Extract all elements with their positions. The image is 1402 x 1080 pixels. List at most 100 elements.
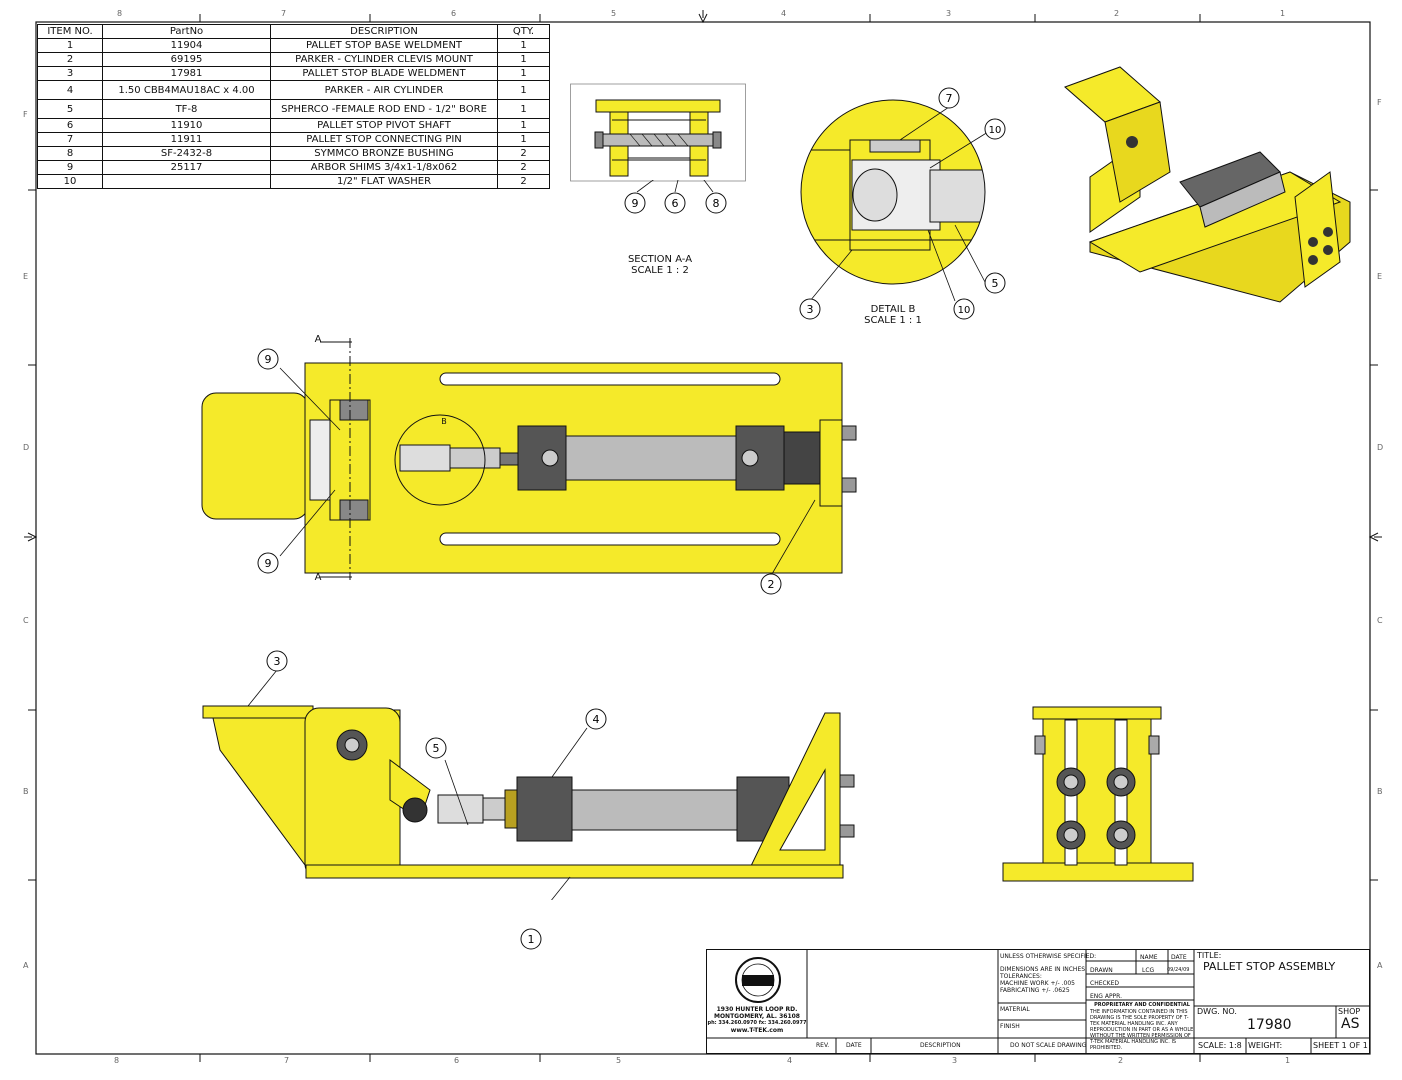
sheet-weight: WEIGHT: — [1248, 1041, 1283, 1050]
drawn-date: 09/24/09 — [1167, 967, 1190, 973]
side-view — [202, 669, 855, 900]
balloon-side-4-text: 4 — [593, 713, 600, 726]
finish-label: FINISH — [1000, 1023, 1020, 1030]
balloon-top-9-upper-text: 9 — [265, 353, 272, 366]
balloon-detail-5-text: 5 — [992, 277, 999, 290]
balloon-side-3-text: 3 — [274, 655, 281, 668]
zone-col-7: 7 — [281, 9, 287, 18]
zone-col-8: 8 — [117, 9, 123, 18]
proprietary-title: PROPRIETARY AND CONFIDENTIAL — [1094, 1002, 1190, 1008]
bom-qty: 1 — [497, 99, 550, 119]
material-label: MATERIAL — [1000, 1006, 1030, 1013]
zone-row-c: C — [23, 616, 29, 625]
bom-description: PALLET STOP CONNECTING PIN — [270, 132, 498, 147]
bom-description: PARKER - AIR CYLINDER — [270, 80, 498, 100]
bom-item-no: 5 — [37, 99, 103, 119]
bom-description: SYMMCO BRONZE BUSHING — [270, 146, 498, 161]
bom-part-no: 11904 — [102, 38, 271, 53]
zone-col-8-bottom: 8 — [114, 1056, 120, 1065]
bom-item-no: 3 — [37, 66, 103, 81]
section-balloon-leaders — [636, 180, 714, 193]
date-header: DATE — [1171, 954, 1187, 961]
bom-qty: 1 — [497, 80, 550, 100]
bom-item-no: 8 — [37, 146, 103, 161]
balloon-detail-10-bottom: 10 — [953, 298, 975, 320]
balloon-top-9-upper: 9 — [257, 348, 279, 370]
section-marker-bottom: A — [314, 572, 322, 583]
dims-line-1: DIMENSIONS ARE IN INCHES — [1000, 966, 1086, 973]
bom-qty: 2 — [497, 146, 550, 161]
zone-col-3: 3 — [946, 9, 952, 18]
bom-part-no: 11911 — [102, 132, 271, 147]
zone-col-4-bottom: 4 — [787, 1056, 793, 1065]
balloon-section-6-text: 6 — [672, 197, 679, 210]
zone-col-7-bottom: 7 — [284, 1056, 290, 1065]
checked-label: CHECKED — [1090, 980, 1120, 987]
bom-item-no: 9 — [37, 160, 103, 175]
balloon-detail-3-text: 3 — [807, 303, 814, 316]
balloon-top-9-lower: 9 — [257, 552, 279, 574]
bom-description: PARKER - CYLINDER CLEVIS MOUNT — [270, 52, 498, 67]
balloon-section-8: 8 — [705, 192, 727, 214]
sheet-scale: SCALE: 1:8 — [1198, 1041, 1242, 1050]
zone-row-b-right: B — [1377, 787, 1383, 796]
bom-part-no: SF-2432-8 — [102, 146, 271, 161]
rev-date-label: DATE — [846, 1042, 862, 1049]
bom-qty: 2 — [497, 174, 550, 189]
balloon-detail-7-text: 7 — [946, 92, 953, 105]
zone-row-e-right: E — [1377, 272, 1383, 281]
end-view — [1002, 706, 1194, 882]
bom-item-no: 4 — [37, 80, 103, 100]
bom-description: PALLET STOP BASE WELDMENT — [270, 38, 498, 53]
drawing-number: 17980 — [1247, 1017, 1292, 1033]
zone-col-5: 5 — [611, 9, 617, 18]
balloon-side-4: 4 — [585, 708, 607, 730]
balloon-section-6: 6 — [664, 192, 686, 214]
balloon-side-3: 3 — [266, 650, 288, 672]
zone-row-a-right: A — [1377, 961, 1383, 970]
section-scale: SCALE 1 : 2 — [631, 265, 689, 276]
bom-qty: 1 — [497, 118, 550, 133]
rev-description-label: DESCRIPTION — [920, 1042, 961, 1049]
title-label: TITLE: — [1197, 951, 1222, 960]
bom-item-no: 2 — [37, 52, 103, 67]
dwg-no-label: DWG. NO. — [1197, 1007, 1237, 1016]
bom-header-qty: QTY. — [497, 24, 550, 39]
zone-col-1-bottom: 1 — [1285, 1056, 1291, 1065]
section-marker-top: A — [314, 334, 322, 345]
balloon-top-9-lower-text: 9 — [265, 557, 272, 570]
proprietary-text: THE INFORMATION CONTAINED IN THIS DRAWIN… — [1090, 1009, 1194, 1051]
zone-col-6-bottom: 6 — [454, 1056, 460, 1065]
balloon-side-1: 1 — [520, 928, 542, 950]
bom-header-partno: PartNo — [102, 24, 271, 39]
bom-part-no: 69195 — [102, 52, 271, 67]
detail-scale: SCALE 1 : 1 — [864, 315, 922, 326]
shop-code: AS — [1341, 1016, 1360, 1032]
balloon-side-1-text: 1 — [528, 933, 535, 946]
bom-part-no — [102, 174, 271, 189]
balloon-section-9-text: 9 — [632, 197, 639, 210]
shop-label: SHOP — [1338, 1007, 1361, 1016]
zone-row-b: B — [23, 787, 29, 796]
bom-qty: 1 — [497, 132, 550, 147]
zone-col-5-bottom: 5 — [616, 1056, 622, 1065]
bom-part-no: 1.50 CBB4MAU18AC x 4.00 — [102, 80, 271, 100]
detail-b-view — [800, 99, 989, 302]
company-web: www.T-TEK.com — [730, 1027, 784, 1034]
zone-row-c-right: C — [1377, 616, 1383, 625]
section-a-a-view — [570, 83, 746, 182]
drawing-title: PALLET STOP ASSEMBLY — [1203, 960, 1336, 973]
company-address-1: 1930 HUNTER LOOP RD. — [716, 1006, 798, 1013]
bom-header-description: DESCRIPTION — [270, 24, 498, 39]
zone-col-4: 4 — [781, 9, 787, 18]
balloon-side-5-text: 5 — [433, 742, 440, 755]
bom-part-no: 11910 — [102, 118, 271, 133]
section-title: SECTION A-A — [627, 254, 693, 265]
bom-qty: 2 — [497, 160, 550, 175]
